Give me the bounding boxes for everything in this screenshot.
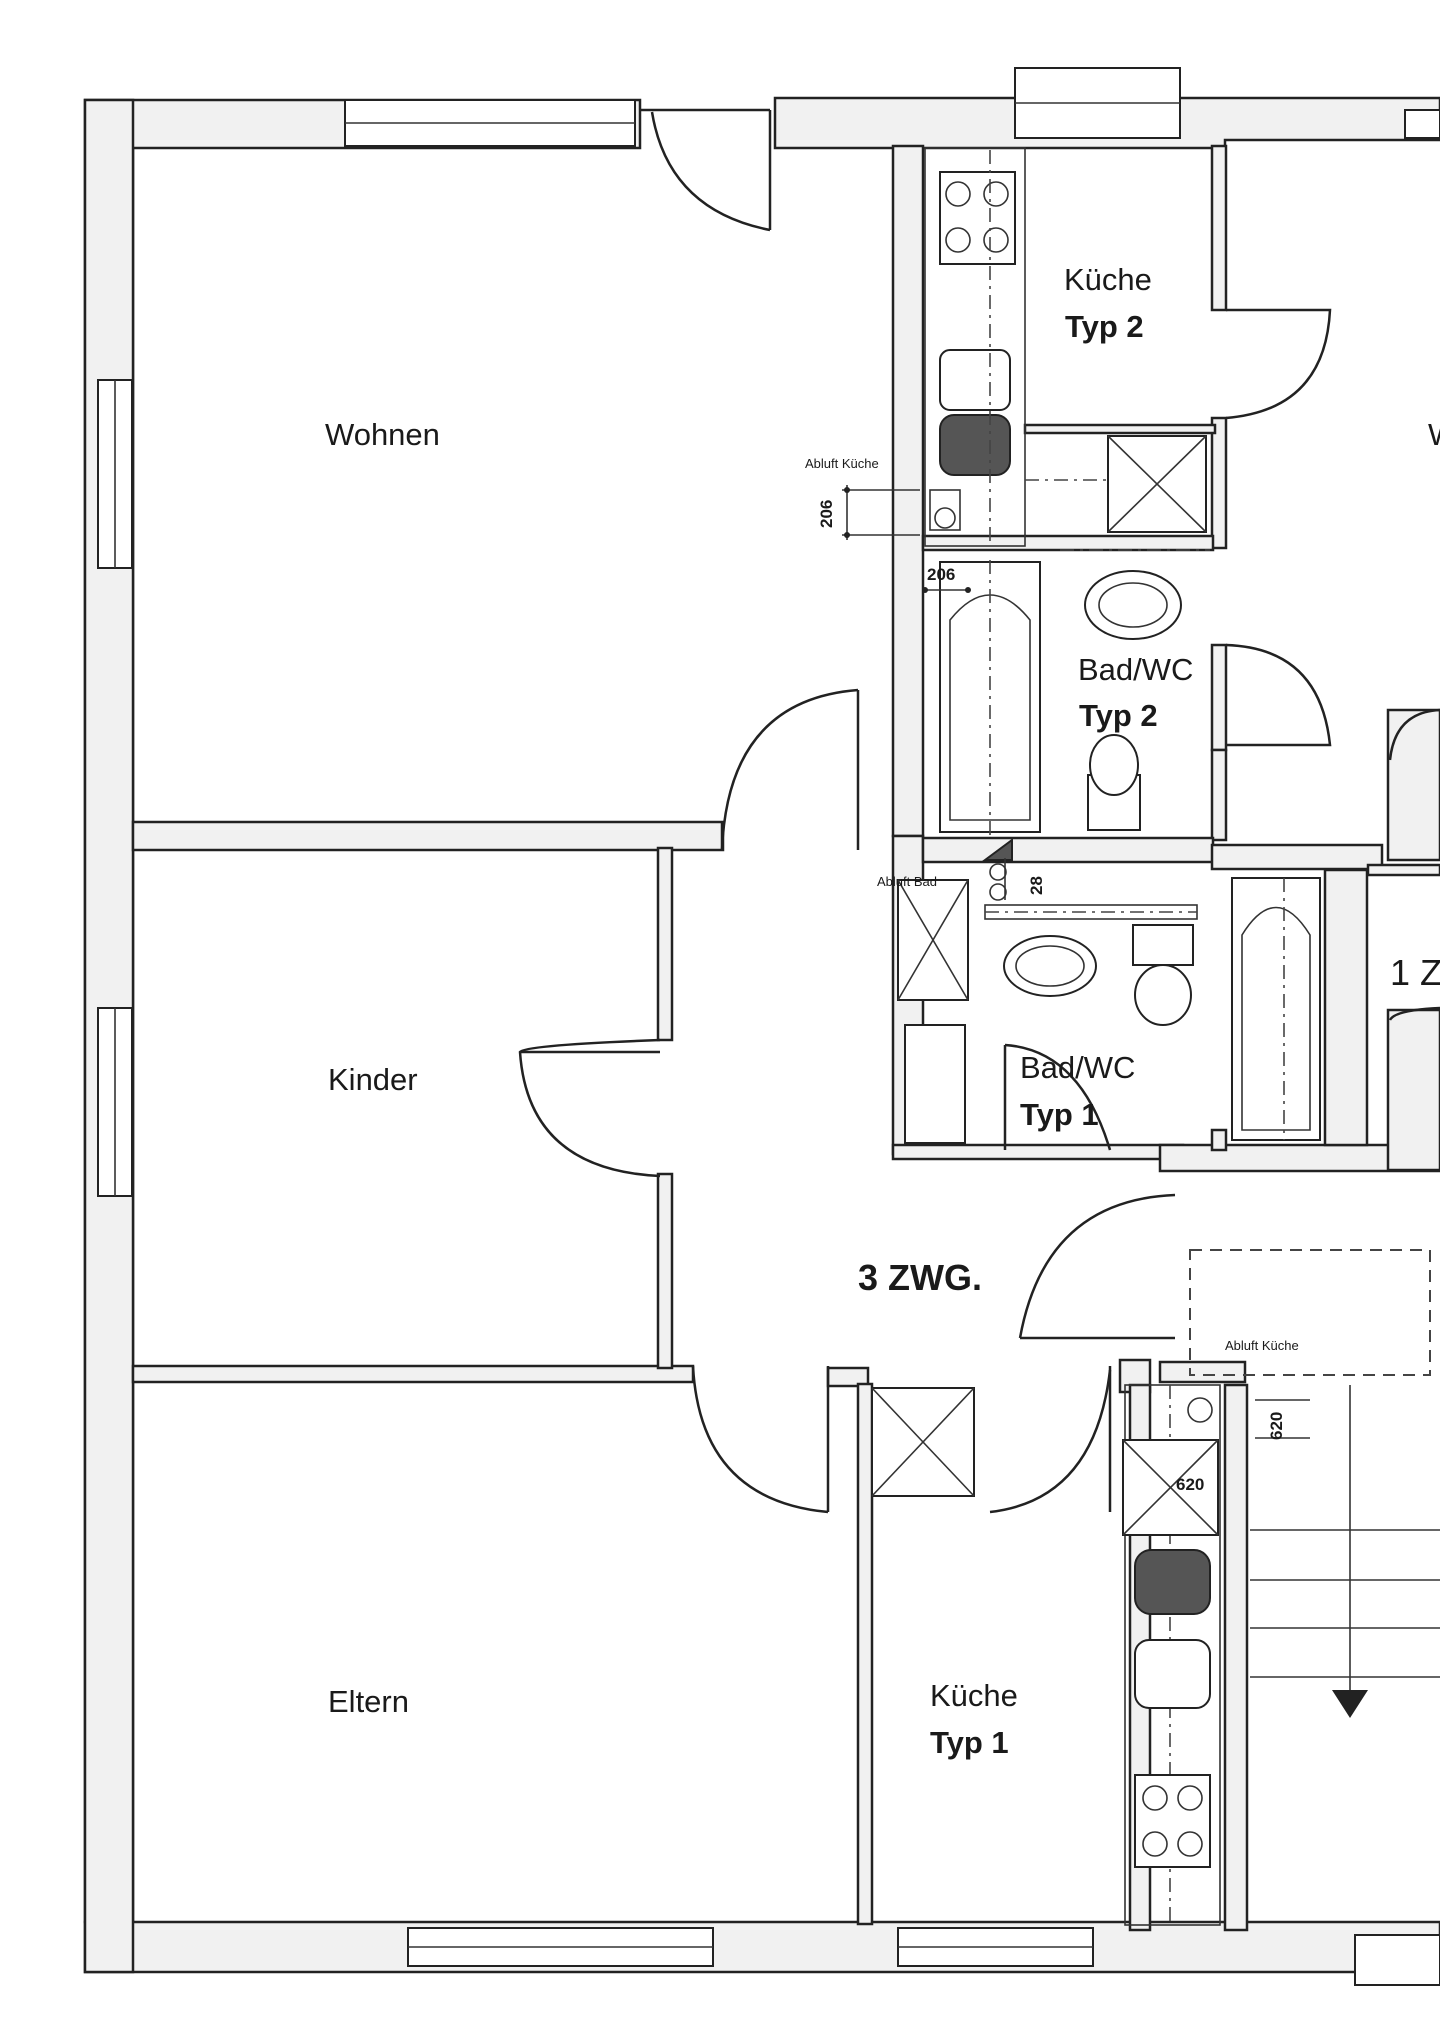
- kitchen-type2-fixtures: [924, 147, 1207, 547]
- staircase: [1189, 1249, 1440, 1718]
- room-labels: Wohnen Kinder Eltern Küche Typ 2 Bad/WC …: [325, 262, 1440, 1760]
- room-label-bad-typ1: Bad/WC: [1020, 1050, 1135, 1085]
- dimension-label-2: 206: [927, 565, 955, 584]
- interior-walls: [131, 144, 1440, 1932]
- room-type-kueche-typ1: Typ 1: [930, 1725, 1009, 1760]
- dimension-labels: 206 206 28 620 620: [817, 500, 1286, 1494]
- stove-icon-2: [1134, 1774, 1211, 1868]
- sink-basin-icon: [939, 414, 1011, 476]
- doors: [518, 108, 1440, 1514]
- annotation-labels: Abluft Küche Abluft Bad Abluft Küche: [805, 456, 1299, 1353]
- bathtub-icon-2: [1231, 877, 1321, 1141]
- dimension-lines: [842, 485, 1310, 1439]
- stove-icon: [939, 171, 1016, 265]
- toilet-icon: [1089, 734, 1139, 796]
- room-label-kueche-typ2: Küche: [1064, 262, 1152, 297]
- dimension-label-4: 620: [1267, 1412, 1286, 1440]
- bath-type2-fixtures: [939, 549, 1210, 835]
- toilet-tank-icon-2: [1132, 924, 1194, 966]
- washbasin-icon: [1084, 570, 1182, 640]
- exterior-walls: [83, 67, 1440, 1986]
- annotation-abluft-bad: Abluft Bad: [877, 874, 937, 889]
- room-label-eltern: Eltern: [328, 1684, 409, 1719]
- neighbor-apartment-label: 1 Z: [1390, 952, 1440, 993]
- annotation-abluft-kueche-top: Abluft Küche: [805, 456, 879, 471]
- annotation-abluft-kueche-stair: Abluft Küche: [1225, 1338, 1299, 1353]
- washbasin-icon-2: [1003, 935, 1097, 997]
- bath-type1-fixtures: [897, 838, 1321, 1144]
- apartment-label: 3 ZWG.: [858, 1257, 982, 1298]
- stair-down-arrow-icon: [1332, 1690, 1368, 1718]
- kitchen-type1-fixtures: [871, 1384, 1221, 1926]
- neighbor-room-label: W: [1428, 417, 1440, 452]
- toilet-icon-2: [1134, 964, 1192, 1026]
- dimension-label-1: 206: [817, 500, 836, 528]
- dimension-label-5: 620: [1176, 1475, 1204, 1494]
- room-type-kueche-typ2: Typ 2: [1065, 309, 1144, 344]
- room-type-bad-typ1: Typ 1: [1020, 1097, 1099, 1132]
- room-label-bad-typ2: Bad/WC: [1078, 652, 1193, 687]
- room-label-wohnen: Wohnen: [325, 417, 440, 452]
- sink-icon-2: [1134, 1639, 1211, 1709]
- sink-basin-icon-2: [1134, 1549, 1211, 1615]
- room-label-kinder: Kinder: [328, 1062, 418, 1097]
- room-type-bad-typ2: Typ 2: [1079, 698, 1158, 733]
- dimension-label-3: 28: [1027, 876, 1046, 895]
- sink-icon: [939, 349, 1011, 411]
- room-label-kueche-typ1: Küche: [930, 1678, 1018, 1713]
